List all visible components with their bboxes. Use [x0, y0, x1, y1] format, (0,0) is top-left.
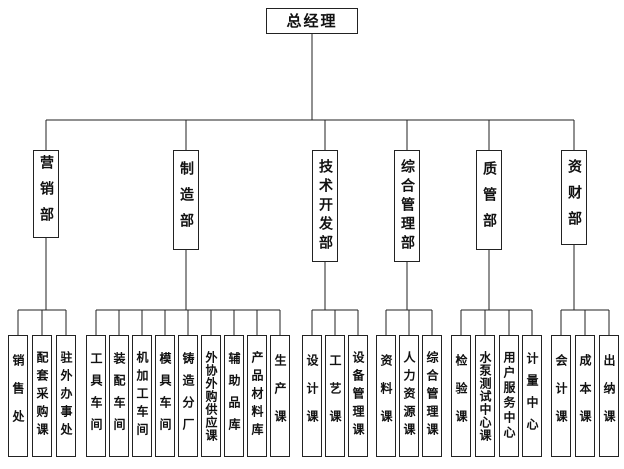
dept-box-manufacturing: 制造部 [173, 150, 199, 250]
unit-box: 装配车间 [109, 335, 129, 457]
unit-box: 工具车间 [86, 335, 106, 457]
unit-box: 设备管理课 [348, 335, 368, 457]
unit-box: 成本课 [575, 335, 595, 457]
unit-box: 资料课 [376, 335, 396, 457]
unit-box: 外协外购供应课 [201, 335, 221, 457]
unit-box: 辅助品库 [224, 335, 244, 457]
unit-box: 产品材料库 [247, 335, 267, 457]
unit-box: 模具车间 [155, 335, 175, 457]
root-box-general-manager: 总经理 [266, 8, 358, 34]
dept-box-finance: 资财部 [561, 150, 587, 245]
unit-box: 机加工车间 [132, 335, 152, 457]
unit-box: 销售处 [8, 335, 28, 457]
unit-box: 检验课 [451, 335, 471, 457]
unit-box: 驻外办事处 [56, 335, 76, 457]
unit-box: 会计课 [551, 335, 571, 457]
unit-box: 生产课 [270, 335, 290, 457]
unit-box: 铸造分厂 [178, 335, 198, 457]
dept-box-general-admin: 综合管理部 [394, 150, 420, 262]
dept-box-marketing: 营销部 [33, 150, 59, 238]
unit-box: 工艺课 [325, 335, 345, 457]
unit-box: 配套采购课 [32, 335, 52, 457]
unit-box: 出纳课 [599, 335, 619, 457]
unit-box: 设计课 [302, 335, 322, 457]
unit-box: 人力资源课 [399, 335, 419, 457]
dept-box-quality: 质管部 [476, 150, 502, 250]
unit-box: 用户服务中心 [499, 335, 519, 457]
unit-box: 水泵测试中心课 [475, 335, 495, 457]
unit-box: 综合管理课 [422, 335, 442, 457]
dept-box-tech-development: 技术开发部 [312, 150, 338, 262]
unit-box: 计量中心 [522, 335, 542, 457]
